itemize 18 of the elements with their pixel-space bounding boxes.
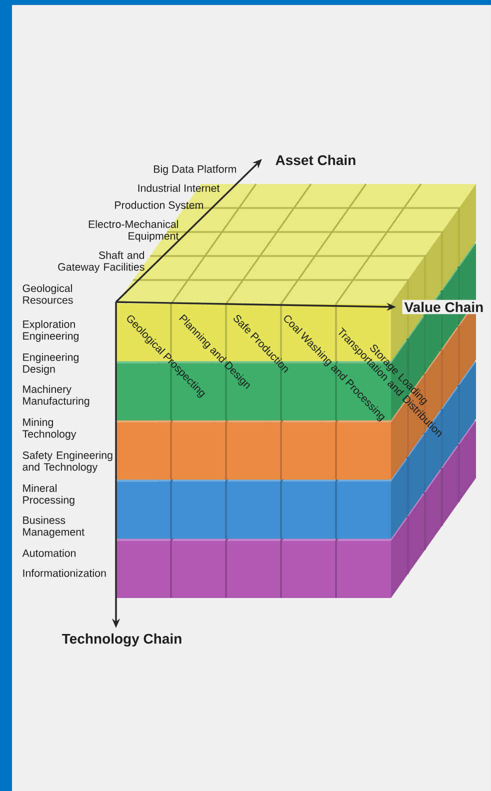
axis-label: Shaft and Gateway Facilities (58, 251, 144, 273)
axis-title: Technology Chain (60, 631, 184, 649)
axis-label: Mineral Processing (23, 484, 74, 506)
axis-label: Automation (22, 549, 76, 557)
axis-label: Geological Resources (22, 284, 73, 304)
axis-label: Engineering Design (23, 353, 78, 375)
axis-label: Informationization (23, 569, 106, 577)
axis-label: Safety Engineering and Technology (22, 451, 112, 473)
axis-label: Mining Technology (22, 418, 76, 440)
axis-title: Asset Chain (273, 152, 358, 168)
axis-label: Business Management (23, 516, 84, 538)
axis-title: Value Chain (402, 300, 486, 314)
axis-label: Exploration Engineering (23, 320, 78, 342)
axis-label: Big Data Platform (154, 165, 236, 175)
axis-label: Machinery Manufacturing (23, 385, 90, 407)
axis-label: Industrial Internet (138, 184, 220, 192)
axis-label: Production System (115, 201, 203, 211)
axis-label: Electro-Mechanical Equipment (88, 220, 179, 242)
